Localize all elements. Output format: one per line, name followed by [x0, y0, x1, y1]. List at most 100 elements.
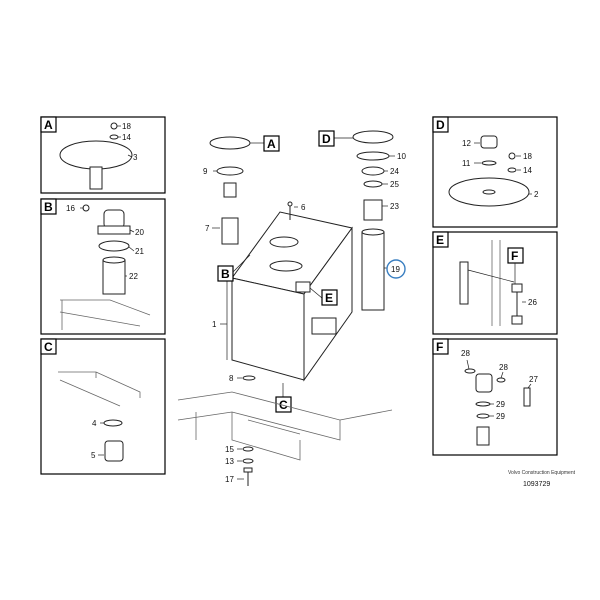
- detail-f-frame: [432, 338, 558, 456]
- washer: [242, 375, 256, 381]
- level-gauge: [295, 281, 311, 293]
- callout-7: 7: [205, 224, 210, 233]
- callout-2: 2: [534, 190, 539, 199]
- valve: [363, 180, 383, 188]
- spring: [361, 166, 385, 176]
- bracket: [459, 261, 469, 305]
- washer: [109, 134, 119, 140]
- callout-18: 18: [523, 152, 532, 161]
- detail-b-label: B: [44, 200, 53, 214]
- detail-view-e: E F 26: [432, 231, 558, 335]
- callout-27: 27: [529, 375, 538, 384]
- detail-view-a: A 18 14 3: [40, 116, 166, 194]
- detail-a-label: A: [44, 118, 53, 132]
- callout-6: 6: [301, 203, 306, 212]
- tag-e-label: E: [325, 291, 333, 305]
- callout-14: 14: [122, 133, 131, 142]
- detail-c-tag: [40, 338, 57, 355]
- callout-12: 12: [462, 139, 471, 148]
- tank-port: [269, 260, 303, 272]
- machine-frame-fragment: [177, 391, 393, 461]
- callout-23: 23: [390, 202, 399, 211]
- detail-d-frame: [432, 116, 558, 228]
- tag-d-label: D: [322, 132, 331, 146]
- callout-26: 26: [528, 298, 537, 307]
- tag-a-label: A: [267, 137, 276, 151]
- o-ring: [475, 401, 491, 407]
- tank-port: [269, 236, 299, 248]
- pipe: [476, 426, 490, 446]
- tank-front: [231, 277, 305, 381]
- callout-8: 8: [229, 374, 234, 383]
- callout-11: 11: [462, 159, 471, 168]
- cover-plate: [209, 136, 251, 150]
- callout-21: 21: [135, 247, 144, 256]
- callout-10: 10: [397, 152, 406, 161]
- callout-20: 20: [135, 228, 144, 237]
- bolt: [110, 122, 118, 130]
- tag-b-label: B: [221, 267, 230, 281]
- callout-3: 3: [133, 153, 138, 162]
- suction-pipe: [89, 166, 103, 190]
- callout-29: 29: [496, 412, 505, 421]
- o-ring: [464, 368, 476, 374]
- brand-footer: Volvo Construction Equipment: [508, 470, 576, 476]
- tank-bottom-fragment: [58, 371, 141, 398]
- detail-view-f: F 28 28 27 29 29: [432, 338, 558, 456]
- return-filter: [361, 231, 385, 311]
- tag-a: [263, 135, 280, 152]
- tag-f-label: F: [511, 249, 518, 263]
- tag-b: [217, 265, 234, 282]
- breather-cap: [103, 209, 125, 229]
- detail-e-label: E: [436, 233, 444, 247]
- washer: [242, 458, 254, 464]
- detail-b-tag: [40, 198, 57, 215]
- detail-view-b: B 16 20 21 22: [40, 198, 166, 335]
- detail-d-tag: [432, 116, 449, 133]
- washer: [242, 446, 254, 452]
- clamp: [511, 315, 523, 325]
- washer: [507, 167, 517, 173]
- callout-28: 28: [499, 363, 508, 372]
- detail-c-label: C: [44, 340, 53, 354]
- o-ring: [216, 166, 244, 176]
- detail-e-tag: [432, 231, 449, 248]
- callout-5: 5: [91, 451, 96, 460]
- tag-d: [318, 130, 335, 147]
- callout-19: 19: [391, 265, 400, 274]
- callout-25: 25: [390, 180, 399, 189]
- detail-view-c: C 4 5: [40, 338, 166, 475]
- main-assembly: 9 7 A 1 6 B E 8 C: [177, 130, 406, 486]
- callout-15: 15: [225, 445, 234, 454]
- filter-element: [102, 259, 126, 295]
- detail-f-tag: [432, 338, 449, 355]
- cover-plate: [59, 140, 133, 170]
- o-ring: [481, 160, 497, 166]
- o-ring: [103, 419, 123, 427]
- callout-17: 17: [225, 475, 234, 484]
- gasket: [98, 240, 130, 252]
- callout-29: 29: [496, 400, 505, 409]
- bypass-valve: [363, 199, 383, 221]
- cap: [480, 135, 498, 149]
- callout-13: 13: [225, 457, 234, 466]
- o-ring: [476, 413, 490, 419]
- detail-e-frame: [432, 231, 558, 335]
- fitting: [223, 182, 237, 198]
- detail-c-frame: [40, 338, 166, 475]
- detail-a-tag: [40, 116, 57, 133]
- breather-base: [97, 225, 131, 235]
- callout-28: 28: [461, 349, 470, 358]
- drain-valve: [104, 440, 124, 462]
- bolt: [508, 152, 516, 160]
- detail-f-label: F: [436, 340, 443, 354]
- highlight-circle: [386, 259, 406, 279]
- callout-16: 16: [66, 204, 75, 213]
- o-ring: [356, 151, 390, 161]
- strainer: [221, 217, 239, 245]
- tag-c: [275, 396, 292, 413]
- clamp-body: [475, 373, 493, 393]
- filter-cover: [352, 130, 394, 144]
- callout-4: 4: [92, 419, 97, 428]
